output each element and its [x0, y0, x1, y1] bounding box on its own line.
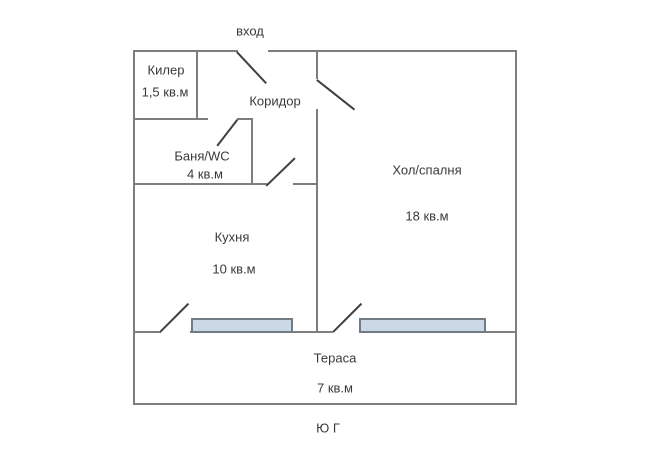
hall-terrace-window — [359, 318, 486, 333]
room-label-banya: Баня/WC — [174, 148, 230, 164]
entrance-label: вход — [236, 23, 264, 39]
kitchen-top-wall-right — [293, 183, 318, 185]
room-label-koridor: Коридор — [249, 93, 301, 109]
room-area-banya: 4 кв.м — [187, 166, 223, 182]
room-label-hol: Хол/спалня — [392, 162, 462, 178]
outer-wall-left — [133, 50, 135, 405]
room-label-kiler: Килер — [147, 62, 185, 78]
terrace-wall-left-segment — [133, 331, 161, 333]
room-area-terasa: 7 кв.м — [317, 380, 353, 396]
hall-partition-wall-lower — [316, 109, 318, 333]
room-label-kuhnya: Кухня — [214, 229, 250, 245]
bath-right-wall — [251, 118, 253, 185]
compass-south-label: Ю Г — [316, 420, 340, 436]
outer-wall-bottom — [133, 403, 517, 405]
room-area-hol: 18 кв.м — [405, 208, 449, 224]
outer-wall-top-left-segment — [133, 50, 238, 52]
hall-partition-wall-upper — [316, 50, 318, 79]
room-area-kuhnya: 10 кв.м — [212, 261, 256, 277]
entrance-door-swing — [236, 51, 267, 84]
kitchen-door-swing — [265, 157, 296, 187]
outer-wall-top-right-segment — [268, 50, 517, 52]
kitchen-top-wall-left — [133, 183, 267, 185]
room-area-kiler: 1,5 кв.м — [141, 84, 189, 100]
closet-bottom-wall — [133, 118, 208, 120]
kitchen-terrace-door-swing — [159, 303, 189, 333]
kitchen-terrace-window — [191, 318, 293, 333]
bath-door-swing — [216, 119, 238, 147]
room-label-terasa: Тераса — [313, 350, 357, 366]
closet-right-wall — [196, 50, 198, 120]
hall-terrace-door-swing — [332, 303, 362, 333]
bath-top-wall-segment — [237, 118, 253, 120]
outer-wall-right — [515, 50, 517, 405]
hall-door-swing — [316, 79, 356, 111]
